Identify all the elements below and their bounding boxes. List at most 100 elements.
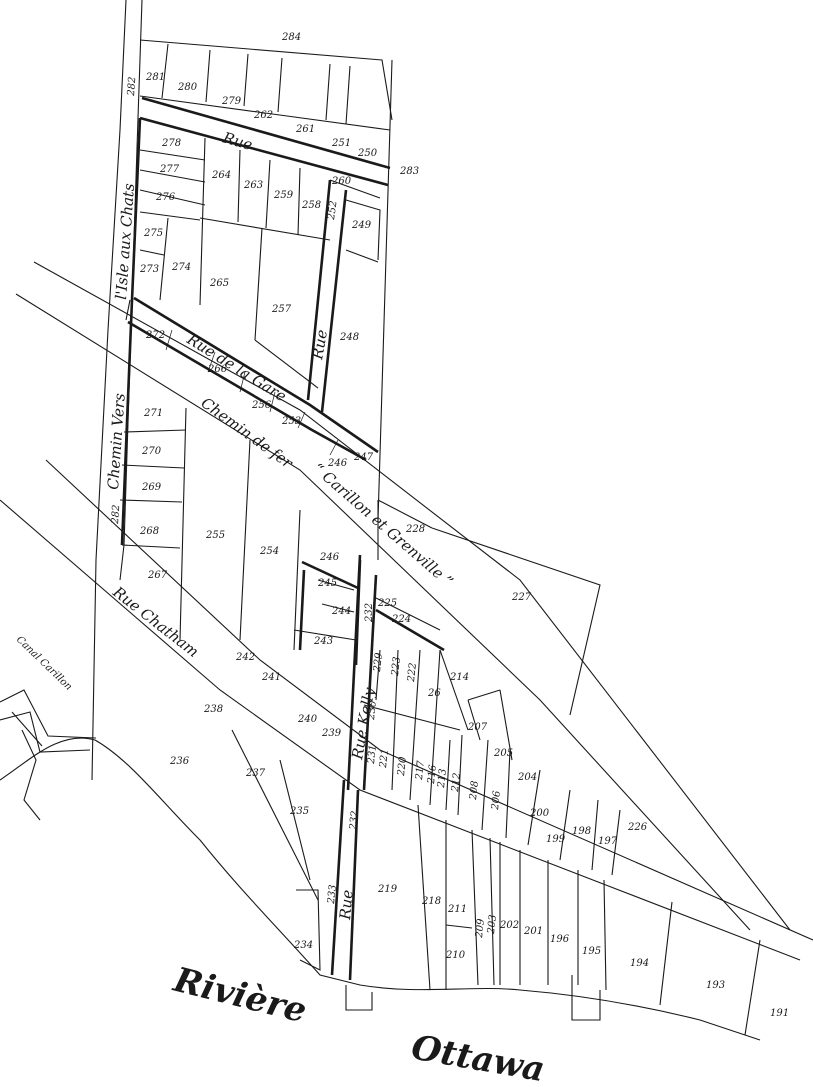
lot-number: 195 (582, 946, 601, 957)
lot-number: 224 (391, 614, 411, 625)
lot-number: 276 (155, 192, 176, 203)
lot-number: 197 (598, 836, 618, 847)
lot-number: 228 (405, 524, 425, 535)
lot-number: 198 (572, 826, 591, 837)
lot-number: 194 (630, 958, 649, 969)
lot-number: 231 (366, 744, 379, 765)
lot-number: 256 (251, 400, 272, 411)
lot-number: 269 (141, 482, 162, 493)
lot-number: 232 (364, 603, 375, 623)
lot-number: 246 (319, 552, 340, 563)
lot-number: 270 (141, 446, 162, 457)
lot-number: 275 (143, 228, 163, 239)
lot-number: 221 (378, 748, 391, 769)
lot-number: 205 (493, 748, 513, 759)
lot-number: 280 (177, 82, 198, 93)
lot-number: 216 (426, 764, 439, 786)
lot-number: 263 (243, 180, 263, 191)
lot-number: 282 (110, 504, 122, 525)
street-rue-de-la-gare: Rue de la Gare (183, 330, 290, 406)
lot-number: 249 (351, 220, 372, 231)
map-linework (0, 0, 813, 1041)
street-carillon-grenville: “ Carillon et Grenville ” (309, 459, 456, 590)
lot-number: 245 (317, 578, 337, 589)
lot-number: 193 (706, 980, 725, 991)
lot-number: 268 (139, 526, 159, 537)
lot-number: 209 (474, 918, 487, 940)
lot-number: 234 (293, 940, 313, 951)
lot-number: 220 (396, 756, 409, 778)
lot-number: 211 (447, 904, 467, 915)
lot-number: 240 (297, 714, 318, 725)
lot-number: 281 (145, 72, 165, 83)
lot-number: 191 (770, 1008, 789, 1019)
river-label: Rivière Ottawa (169, 960, 548, 1087)
lot-number: 259 (273, 190, 294, 201)
lot-number: 200 (529, 808, 550, 819)
lot-number: 267 (147, 570, 168, 581)
river-word-riviere: Rivière (169, 960, 311, 1032)
street-rue-east: Rue (308, 328, 331, 362)
lot-number: 260 (331, 176, 352, 187)
lot-number: 248 (339, 332, 359, 343)
lot-number: 262 (253, 110, 273, 121)
lot-number: 265 (209, 278, 229, 289)
lot-number: 208 (468, 780, 481, 801)
street-rue-south: Rue (336, 889, 357, 921)
lot-number: 244 (331, 606, 351, 617)
lot-number: 283 (399, 166, 419, 177)
lot-number: 235 (289, 806, 309, 817)
lot-number: 206 (490, 790, 503, 812)
lot-number: 252 (326, 200, 340, 221)
lot-number: 236 (169, 756, 190, 767)
lot-number: 253 (281, 416, 301, 427)
lot-number: 247 (353, 452, 374, 463)
lot-number: 227 (511, 592, 532, 603)
lot-number: 210 (445, 950, 466, 961)
lot-number: 233 (326, 884, 339, 905)
lot-number: 250 (357, 148, 378, 159)
lot-number: 203 (486, 914, 499, 935)
lot-numbers: 284 281 280 279 262 261 251 250 283 282 … (110, 32, 789, 1019)
lot-number: 266 (207, 364, 228, 375)
lot-number: 271 (143, 408, 163, 419)
lot-number: 202 (499, 920, 519, 931)
lot-number: 239 (321, 728, 342, 739)
lot-number: 218 (421, 896, 441, 907)
lot-number: 254 (259, 546, 279, 557)
lot-number: 214 (449, 672, 469, 683)
lot-number: 274 (171, 262, 191, 273)
lot-number: 279 (221, 96, 242, 107)
lot-number: 251 (331, 138, 351, 149)
lot-number: 261 (295, 124, 315, 135)
lot-number: 226 (627, 822, 648, 833)
lot-number: 232 (348, 810, 361, 831)
lot-number: 230 (366, 700, 379, 722)
lot-number: 238 (203, 704, 223, 715)
lot-number: 246 (327, 458, 348, 469)
street-labels: l'Isle aux Chats Chemin Vers Rue Rue Rue… (14, 128, 457, 921)
lot-number: 264 (211, 170, 231, 181)
lot-number: 212 (450, 772, 463, 793)
lot-number: 196 (550, 934, 570, 945)
lot-number: 273 (139, 264, 159, 275)
lot-number: 219 (377, 884, 398, 895)
street-rue-top: Rue (220, 128, 255, 154)
lot-number: 207 (467, 722, 488, 733)
lot-number: 199 (546, 834, 566, 845)
lot-number: 26 (427, 688, 441, 699)
lot-number: 258 (301, 200, 321, 211)
lot-number: 243 (313, 636, 333, 647)
lot-number: 284 (281, 32, 301, 43)
lot-number: 278 (161, 138, 181, 149)
lot-number: 229 (372, 652, 385, 674)
lot-number: 222 (406, 662, 419, 683)
lot-number: 257 (271, 304, 292, 315)
lot-number: 237 (245, 768, 266, 779)
canal-carillon-label: Canal Carillon (14, 634, 74, 693)
lot-number: 241 (261, 672, 281, 683)
lot-number: 255 (205, 530, 225, 541)
lot-number: 217 (414, 760, 427, 782)
lot-number: 204 (517, 772, 537, 783)
lot-number: 272 (145, 330, 165, 341)
